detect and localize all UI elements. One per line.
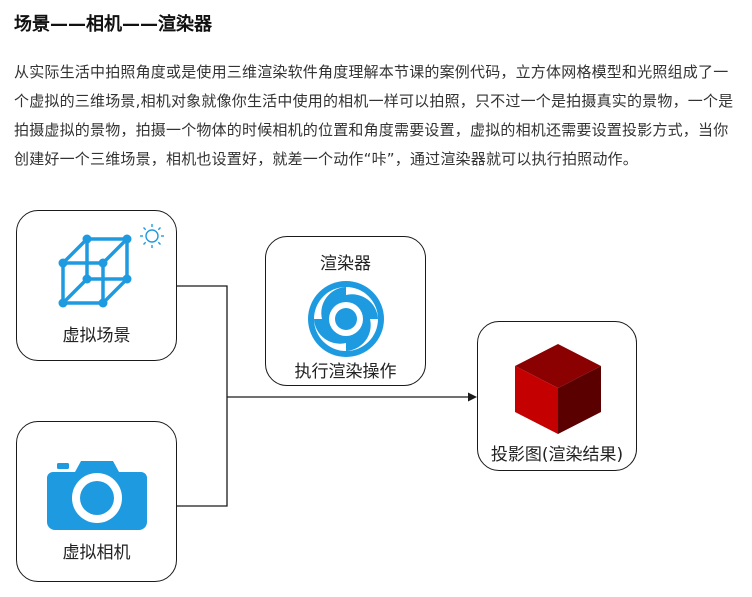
scene-label: 虚拟场景 (62, 326, 131, 346)
scene-connector (176, 285, 228, 397)
camera-label: 虚拟相机 (62, 543, 131, 563)
camera-icon (47, 461, 147, 530)
scene-box: 虚拟场景 (16, 210, 177, 361)
renderer-box: 渲染器 执行渲染操作 (265, 236, 426, 386)
wireframe-cube-icon (58, 234, 132, 308)
camera-connector (176, 397, 228, 507)
page-title: 场景——相机——渲染器 (14, 14, 212, 35)
intro-paragraph: 从实际生活中拍照角度或是使用三维渲染软件角度理解本节课的案例代码，立方体网格模型… (14, 63, 734, 168)
result-label: 投影图(渲染结果) (490, 445, 624, 465)
sun-icon (140, 224, 164, 248)
connector-lines (176, 285, 477, 507)
solid-cube-icon (515, 344, 601, 434)
camera-box: 虚拟相机 (16, 421, 177, 582)
renderer-label: 执行渲染操作 (294, 362, 397, 382)
renderer-title: 渲染器 (320, 254, 371, 274)
result-box: 投影图(渲染结果) (477, 321, 637, 471)
result-arrow-head (468, 392, 477, 402)
render-pipeline-diagram: 虚拟场景 虚拟相机 渲染器 执行渲染操作 投影图(渲 (0, 200, 752, 597)
render-swirl-icon (308, 281, 384, 357)
